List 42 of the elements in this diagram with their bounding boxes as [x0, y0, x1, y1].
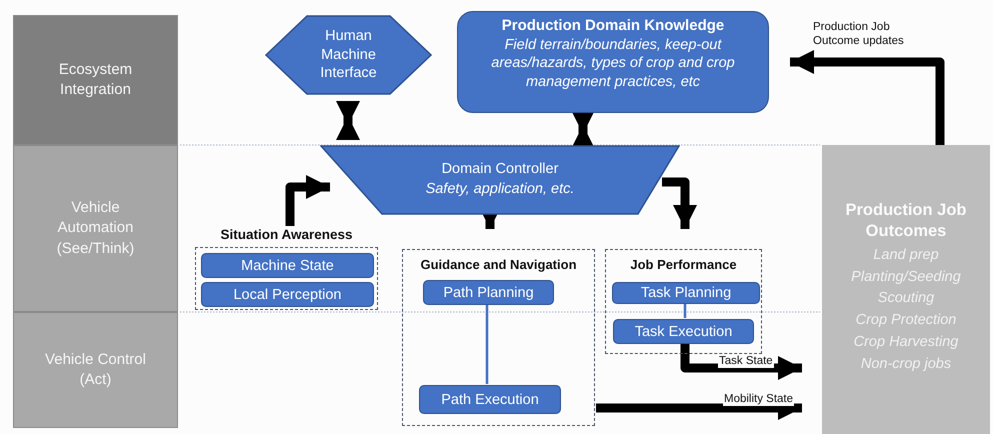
node-label: Human Machine Interface [319, 26, 378, 84]
controller-trapezoid [320, 145, 680, 215]
process-box [613, 319, 754, 344]
row-header-band [13, 312, 178, 428]
group-heading: Guidance and Navigation [420, 257, 577, 272]
connector-line [486, 304, 488, 384]
row-header-band [13, 15, 178, 145]
dashed-group-box [605, 249, 762, 354]
outcomes-panel [822, 145, 990, 434]
node-label: Task Execution [634, 324, 732, 340]
node-label: Task Planning [640, 285, 732, 301]
arrow [336, 101, 360, 140]
dashed-group-box [402, 249, 595, 426]
arrow [662, 178, 697, 229]
node-label: Path Execution [441, 392, 539, 408]
row-header-label: Vehicle Automation (See/Think) [56, 198, 136, 259]
node-heading: Domain Controller [442, 160, 558, 180]
process-box [201, 253, 374, 278]
panel-heading: Production Job Outcomes [844, 200, 968, 242]
node-description: Field terrain/boundaries, keep-out areas/hazards, types of crop and crop management practices, etc [490, 36, 736, 92]
knowledge-box [457, 11, 769, 113]
arrow [790, 50, 944, 145]
edge-label: Task State [718, 354, 774, 368]
row-header-label: Vehicle Control (Act) [44, 350, 147, 390]
node-label: Local Perception [233, 286, 342, 302]
group-heading: Job Performance [630, 257, 737, 272]
row-header-label: Ecosystem Integration [58, 60, 134, 100]
process-box [419, 385, 561, 414]
process-box [612, 282, 760, 304]
process-box [201, 282, 374, 307]
node-heading: Production Domain Knowledge [502, 16, 724, 36]
connector-line [684, 303, 686, 318]
process-box [423, 280, 554, 305]
edge-label: Mobility State [723, 392, 794, 406]
node-label: Machine State [241, 258, 334, 274]
node-label: Path Planning [443, 284, 534, 300]
group-heading: Situation Awareness [219, 227, 354, 242]
arrow [680, 344, 802, 380]
row-header-band [13, 145, 178, 312]
arrow [286, 175, 330, 226]
node-description: Safety, application, etc. [426, 180, 574, 199]
interface-hexagon [265, 15, 432, 95]
